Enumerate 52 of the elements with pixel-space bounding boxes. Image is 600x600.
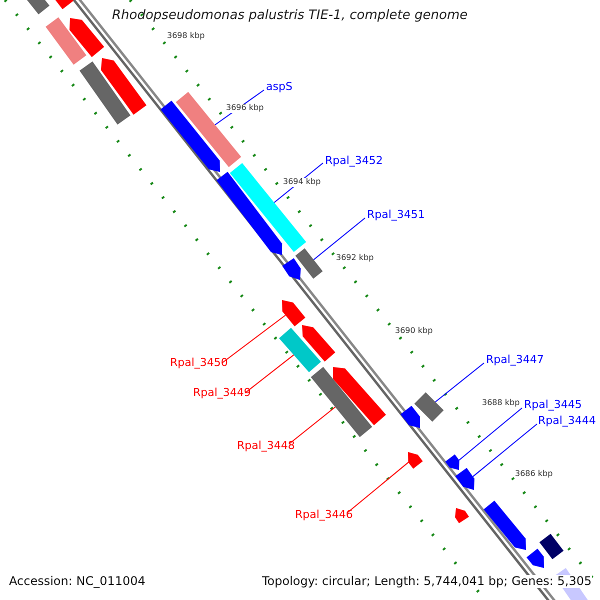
gene-block — [484, 500, 526, 550]
gene-block — [455, 508, 469, 524]
gene-label: Rpal_3452 — [325, 155, 383, 168]
gene-label: aspS — [266, 81, 292, 94]
gene-bar — [414, 392, 444, 422]
gene-label: Rpal_3447 — [486, 354, 544, 366]
tick-label: 3686 kbp — [515, 470, 553, 479]
gene-bar — [279, 328, 321, 372]
gene-label: Rpal_3444 — [538, 415, 596, 428]
leader-line — [222, 314, 286, 364]
gene-block — [408, 452, 423, 469]
gene-label: Rpal_3449 — [193, 387, 251, 400]
gene-label: Rpal_3445 — [524, 399, 582, 412]
leader-line — [472, 424, 538, 478]
gene-block — [160, 100, 220, 172]
leader-line — [458, 408, 522, 461]
gene-block — [282, 258, 301, 280]
leader-line — [434, 362, 484, 402]
gene-label: Rpal_3448 — [237, 440, 295, 452]
gene-bar — [295, 248, 323, 279]
gene-block — [526, 548, 544, 568]
gene-block — [70, 18, 104, 58]
gene-label: Rpal_3451 — [367, 209, 425, 222]
gene-block — [282, 300, 306, 326]
gene-block — [216, 172, 282, 255]
leader-line — [346, 462, 409, 514]
tick-label: 3698 kbp — [167, 32, 205, 41]
accession-text: Accession: NC_011004 — [9, 575, 146, 588]
gene-block — [302, 325, 336, 362]
gene-bar — [46, 17, 86, 65]
tick-label: 3694 kbp — [283, 178, 321, 187]
gene-label: Rpal_3450 — [170, 357, 228, 370]
gene-bar — [52, 0, 74, 10]
gene-block — [100, 58, 146, 115]
leader-line — [313, 218, 366, 260]
gene-bar — [80, 61, 130, 125]
title: Rhodopseudomonas palustris TIE-1, complete genome — [112, 9, 468, 24]
tick-label: 3688 kbp — [482, 399, 520, 408]
tick-label: 3690 kbp — [395, 327, 433, 336]
gene-label: Rpal_3446 — [295, 509, 353, 522]
leader-line — [288, 406, 336, 444]
gene-block — [400, 406, 420, 428]
gene-bar — [539, 534, 564, 560]
gene-block — [445, 454, 460, 470]
gene-bar — [230, 163, 306, 252]
gene-bar — [310, 366, 372, 438]
gene-block — [455, 468, 474, 490]
genome-summary: Topology: circular; Length: 5,744,041 bp; Genes: 5,305 — [262, 575, 592, 588]
tick-label: 3692 kbp — [336, 254, 374, 263]
tick-label: 3696 kbp — [226, 104, 264, 113]
leader-line — [244, 354, 294, 394]
gene-block — [333, 367, 386, 426]
